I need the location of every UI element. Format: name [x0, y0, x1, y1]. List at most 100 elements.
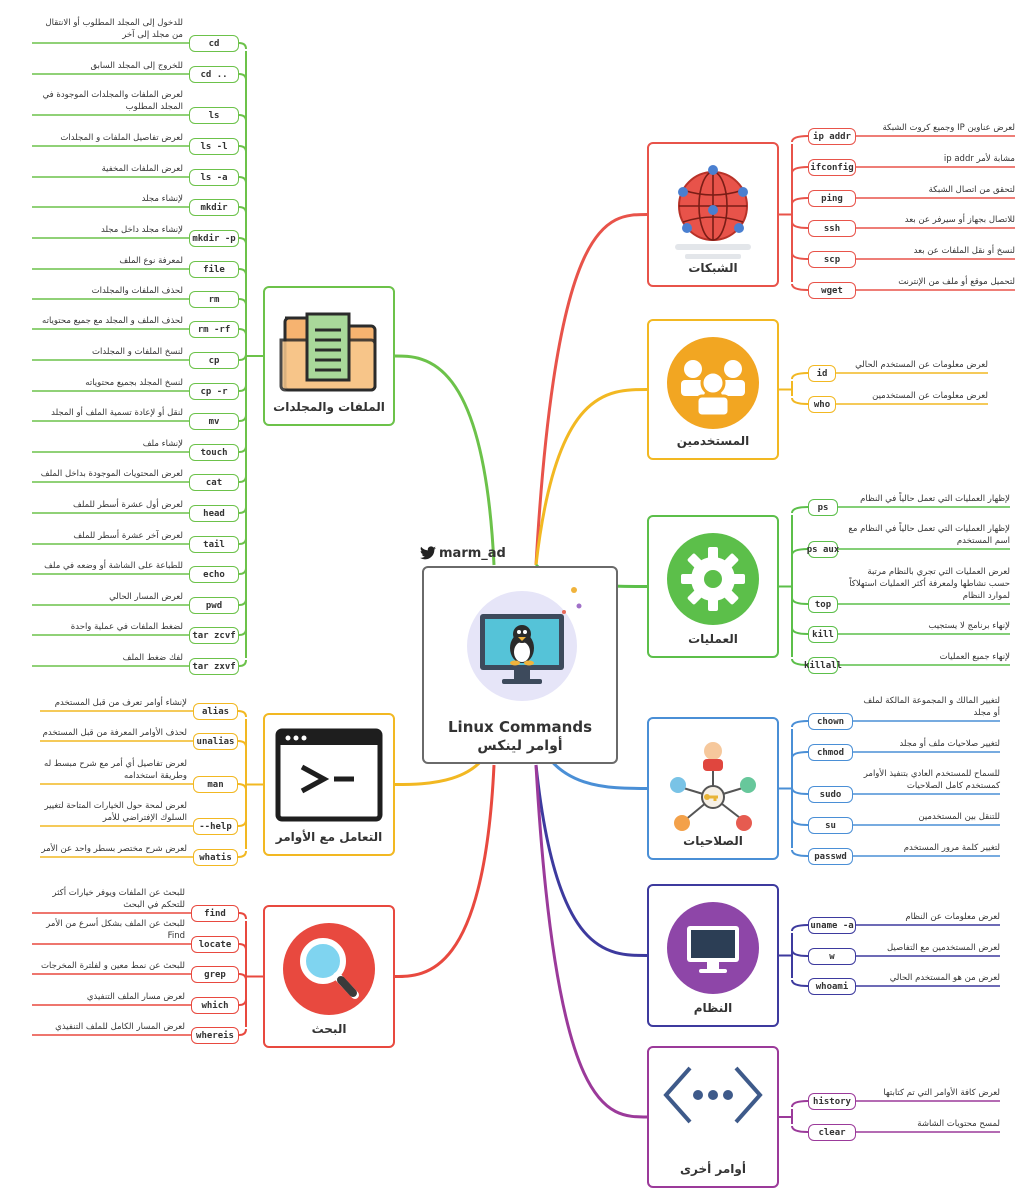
command-who[interactable]: who [808, 396, 836, 413]
command-file[interactable]: file [189, 261, 239, 278]
command-alias[interactable]: alias [193, 703, 238, 720]
command-wget[interactable]: wget [808, 282, 856, 299]
tux-monitor-icon [467, 587, 582, 701]
code-dots-icon [658, 1060, 768, 1134]
command-description: لعرض شرح مختصر بسطر واحد عن الأمر [41, 844, 187, 854]
command-ifconfig[interactable]: ifconfig [808, 159, 856, 176]
user-key-network-icon [658, 731, 768, 845]
command-description: لعرض المستخدمين مع التفاصيل [886, 943, 1000, 953]
command-chmod[interactable]: chmod [808, 744, 853, 761]
users-topic: المستخدمين [647, 319, 779, 460]
center-subtitle: أوامر لينكس [477, 738, 563, 754]
command-sudo[interactable]: sudo [808, 786, 853, 803]
command-echo[interactable]: echo [189, 566, 239, 583]
other-topic-label: أوامر أخرى [680, 1162, 746, 1176]
users-branch [534, 388, 648, 566]
command-locate[interactable]: locate [191, 936, 239, 953]
command-top[interactable]: top [808, 596, 838, 613]
search-topic: البحث [263, 905, 395, 1048]
command-w[interactable]: w [808, 948, 856, 965]
command-description: لتغيير كلمة مرور المستخدم [903, 843, 1000, 853]
command-description: مشابة لأمر ip addr [943, 154, 1015, 164]
command-mkdir[interactable]: mkdir [189, 199, 239, 216]
command-tar-zxvf[interactable]: tar zxvf [189, 658, 239, 675]
users-topic-label: المستخدمين [676, 434, 750, 448]
command-description: لمعرفة نوع الملف [119, 256, 183, 266]
command-ls-a[interactable]: ls -a [189, 169, 239, 186]
command-rm[interactable]: rm [189, 291, 239, 308]
users-group-icon [663, 333, 763, 437]
command-unalias[interactable]: unalias [193, 733, 238, 750]
command-pwd[interactable]: pwd [189, 597, 239, 614]
command-killall[interactable]: killall [804, 657, 842, 674]
command-description: للسماح للمستخدم العادي بتنفيذ الأوامر كم… [863, 769, 1000, 791]
command-description: لعرض آخر عشرة أسطر للملف [73, 531, 183, 541]
command-passwd[interactable]: passwd [808, 848, 853, 865]
monitor-icon [663, 898, 763, 1002]
command-ps[interactable]: ps [808, 499, 838, 516]
command-ps-aux[interactable]: ps aux [807, 541, 839, 558]
command-kill[interactable]: kill [808, 626, 838, 643]
command-cd[interactable]: cd [189, 35, 239, 52]
command-description: لتغيير المالك و المجموعة المالكة لملف أو… [863, 696, 1000, 718]
command-rm-rf[interactable]: rm -rf [189, 321, 239, 338]
command-description: لنسخ أو نقل الملفات عن بعد [913, 246, 1015, 256]
command-description: للطباعة على الشاشة أو وضعه في ملف [44, 561, 183, 571]
command-cp-r[interactable]: cp -r [189, 383, 239, 400]
command-help[interactable]: --help [193, 818, 238, 835]
command-description: للبحث عن الملفات ويوفر خيارات أكثر للتحك… [52, 888, 185, 910]
command-scp[interactable]: scp [808, 251, 856, 268]
command-head[interactable]: head [189, 505, 239, 522]
gear-icon [663, 529, 763, 633]
center-title: Linux Commands [448, 718, 592, 736]
center-node: Linux Commands أوامر لينكس [422, 566, 618, 764]
command-description: لعرض عناوين IP وجميع كروت الشبكة [882, 123, 1015, 133]
other-topic: أوامر أخرى [647, 1046, 779, 1188]
command-ls[interactable]: ls [189, 107, 239, 124]
command-description: لعرض من هو المستخدم الحالي [889, 973, 1000, 983]
terminal-icon [274, 727, 384, 827]
command-whoami[interactable]: whoami [808, 978, 856, 995]
command-description: لنسخ الملفات و المجلدات [92, 347, 183, 357]
command-ssh[interactable]: ssh [808, 220, 856, 237]
folder-document-icon [277, 300, 381, 400]
networks-topic-label: الشبكات [688, 261, 738, 275]
command-id[interactable]: id [808, 365, 836, 382]
command-whereis[interactable]: whereis [191, 1027, 239, 1044]
globe-network-icon [661, 156, 765, 272]
command-description: لتحقق من اتصال الشبكة [928, 185, 1015, 195]
command-cp[interactable]: cp [189, 352, 239, 369]
command-uname-a[interactable]: uname -a [808, 917, 856, 934]
command-whatis[interactable]: whatis [193, 849, 238, 866]
command-description: للبحث عن نمط معين و لفلترة المخرجات [41, 961, 185, 971]
permissions-topic: الصلاحيات [647, 717, 779, 860]
command-description: لإنهاء جميع العمليات [939, 652, 1010, 662]
search-topic-label: البحث [311, 1022, 347, 1036]
command-description: للدخول إلى المجلد المطلوب أو الانتقال من… [45, 18, 183, 40]
command-tail[interactable]: tail [189, 536, 239, 553]
command-grep[interactable]: grep [191, 966, 239, 983]
processes-topic: العمليات [647, 515, 779, 658]
command-description: لإنشاء أوامر تعرف من قبل المستخدم [54, 698, 187, 708]
command-description: لعرض معلومات عن المستخدم الحالي [855, 360, 988, 370]
command-tar-zcvf[interactable]: tar zcvf [189, 627, 239, 644]
command-ping[interactable]: ping [808, 190, 856, 207]
command-mkdir-p[interactable]: mkdir -p [189, 230, 239, 247]
command-description: لعرض كافة الأوامر التي تم كتابتها [883, 1088, 1000, 1098]
command-description: لحذف الأوامر المعرفة من قبل المستخدم [42, 728, 187, 738]
command-history[interactable]: history [808, 1093, 856, 1110]
command-ip-addr[interactable]: ip addr [808, 128, 856, 145]
command-clear[interactable]: clear [808, 1124, 856, 1141]
permissions-topic-label: الصلاحيات [683, 834, 743, 848]
command-cd[interactable]: cd .. [189, 66, 239, 83]
command-find[interactable]: find [191, 905, 239, 922]
command-mv[interactable]: mv [189, 413, 239, 430]
command-ls-l[interactable]: ls -l [189, 138, 239, 155]
command-touch[interactable]: touch [189, 444, 239, 461]
command-chown[interactable]: chown [808, 713, 853, 730]
command-which[interactable]: which [191, 997, 239, 1014]
command-man[interactable]: man [193, 776, 238, 793]
twitter-handle[interactable]: marm_ad [420, 543, 506, 563]
command-cat[interactable]: cat [189, 474, 239, 491]
command-su[interactable]: su [808, 817, 853, 834]
